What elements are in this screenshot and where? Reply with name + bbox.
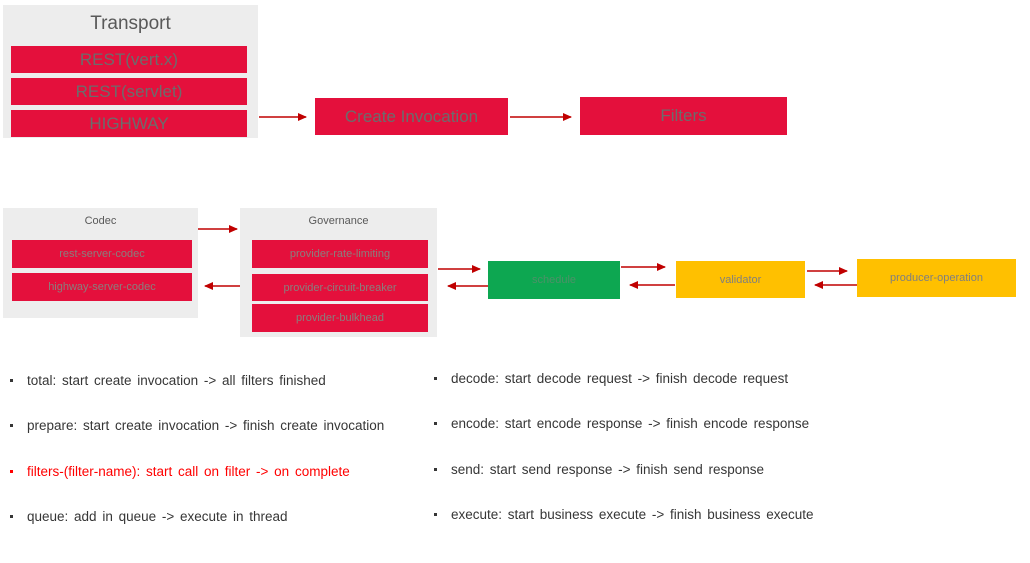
node-provider-circuit-breaker: provider-circuit-breaker	[252, 274, 428, 301]
notes-left-column: total: start create invocation -> all fi…	[8, 372, 428, 554]
note-decode: decode: start decode request -> finish d…	[432, 370, 872, 415]
note-encode: encode: start encode response -> finish …	[432, 415, 872, 460]
note-send: send: start send response -> finish send…	[432, 461, 872, 506]
bullet-icon	[434, 467, 437, 471]
note-prepare: prepare: start create invocation -> fini…	[8, 417, 428, 462]
node-schedule: schedule	[488, 261, 620, 299]
bullet-icon	[434, 377, 437, 380]
node-filters: Filters	[580, 97, 787, 135]
note-text: filters-(filter-name): start call on fil…	[27, 463, 350, 479]
note-text: prepare: start create invocation -> fini…	[27, 418, 385, 434]
note-execute: execute: start business execute -> finis…	[432, 506, 872, 551]
transport-group: Transport REST(vert.x) REST(servlet) HIG…	[3, 5, 258, 138]
bullet-icon	[10, 515, 13, 519]
governance-group: Governance provider-rate-limiting provid…	[240, 208, 437, 337]
bullet-icon	[10, 379, 13, 382]
node-producer-operation: producer-operation	[857, 259, 1016, 297]
note-text: encode: start encode response -> finish …	[451, 416, 810, 432]
bullet-icon	[10, 469, 13, 473]
node-create-invocation: Create Invocation	[315, 98, 508, 135]
node-highway: HIGHWAY	[11, 110, 247, 137]
note-text: execute: start business execute -> finis…	[451, 507, 814, 523]
note-filters: filters-(filter-name): start call on fil…	[8, 463, 428, 508]
notes-right-column: decode: start decode request -> finish d…	[432, 370, 872, 552]
node-highway-server-codec: highway-server-codec	[12, 273, 192, 301]
node-provider-bulkhead: provider-bulkhead	[252, 304, 428, 332]
node-validator: validator	[676, 261, 805, 298]
note-total: total: start create invocation -> all fi…	[8, 372, 428, 417]
codec-group-title: Codec	[84, 215, 117, 227]
bullet-icon	[434, 422, 437, 426]
transport-group-title: Transport	[90, 13, 171, 34]
note-text: send: start send response -> finish send…	[451, 461, 765, 477]
node-provider-rate-limiting: provider-rate-limiting	[252, 240, 428, 268]
note-queue: queue: add in queue -> execute in thread	[8, 508, 428, 553]
node-rest-vertx: REST(vert.x)	[11, 46, 247, 73]
governance-group-title: Governance	[308, 215, 369, 227]
note-text: decode: start decode request -> finish d…	[451, 371, 789, 386]
node-rest-server-codec: rest-server-codec	[12, 240, 192, 268]
codec-group: Codec rest-server-codec highway-server-c…	[3, 208, 198, 318]
node-rest-servlet: REST(servlet)	[11, 78, 247, 105]
bullet-icon	[434, 513, 437, 517]
bullet-icon	[10, 424, 13, 428]
note-text: queue: add in queue -> execute in thread	[27, 509, 288, 525]
note-text: total: start create invocation -> all fi…	[27, 373, 326, 388]
